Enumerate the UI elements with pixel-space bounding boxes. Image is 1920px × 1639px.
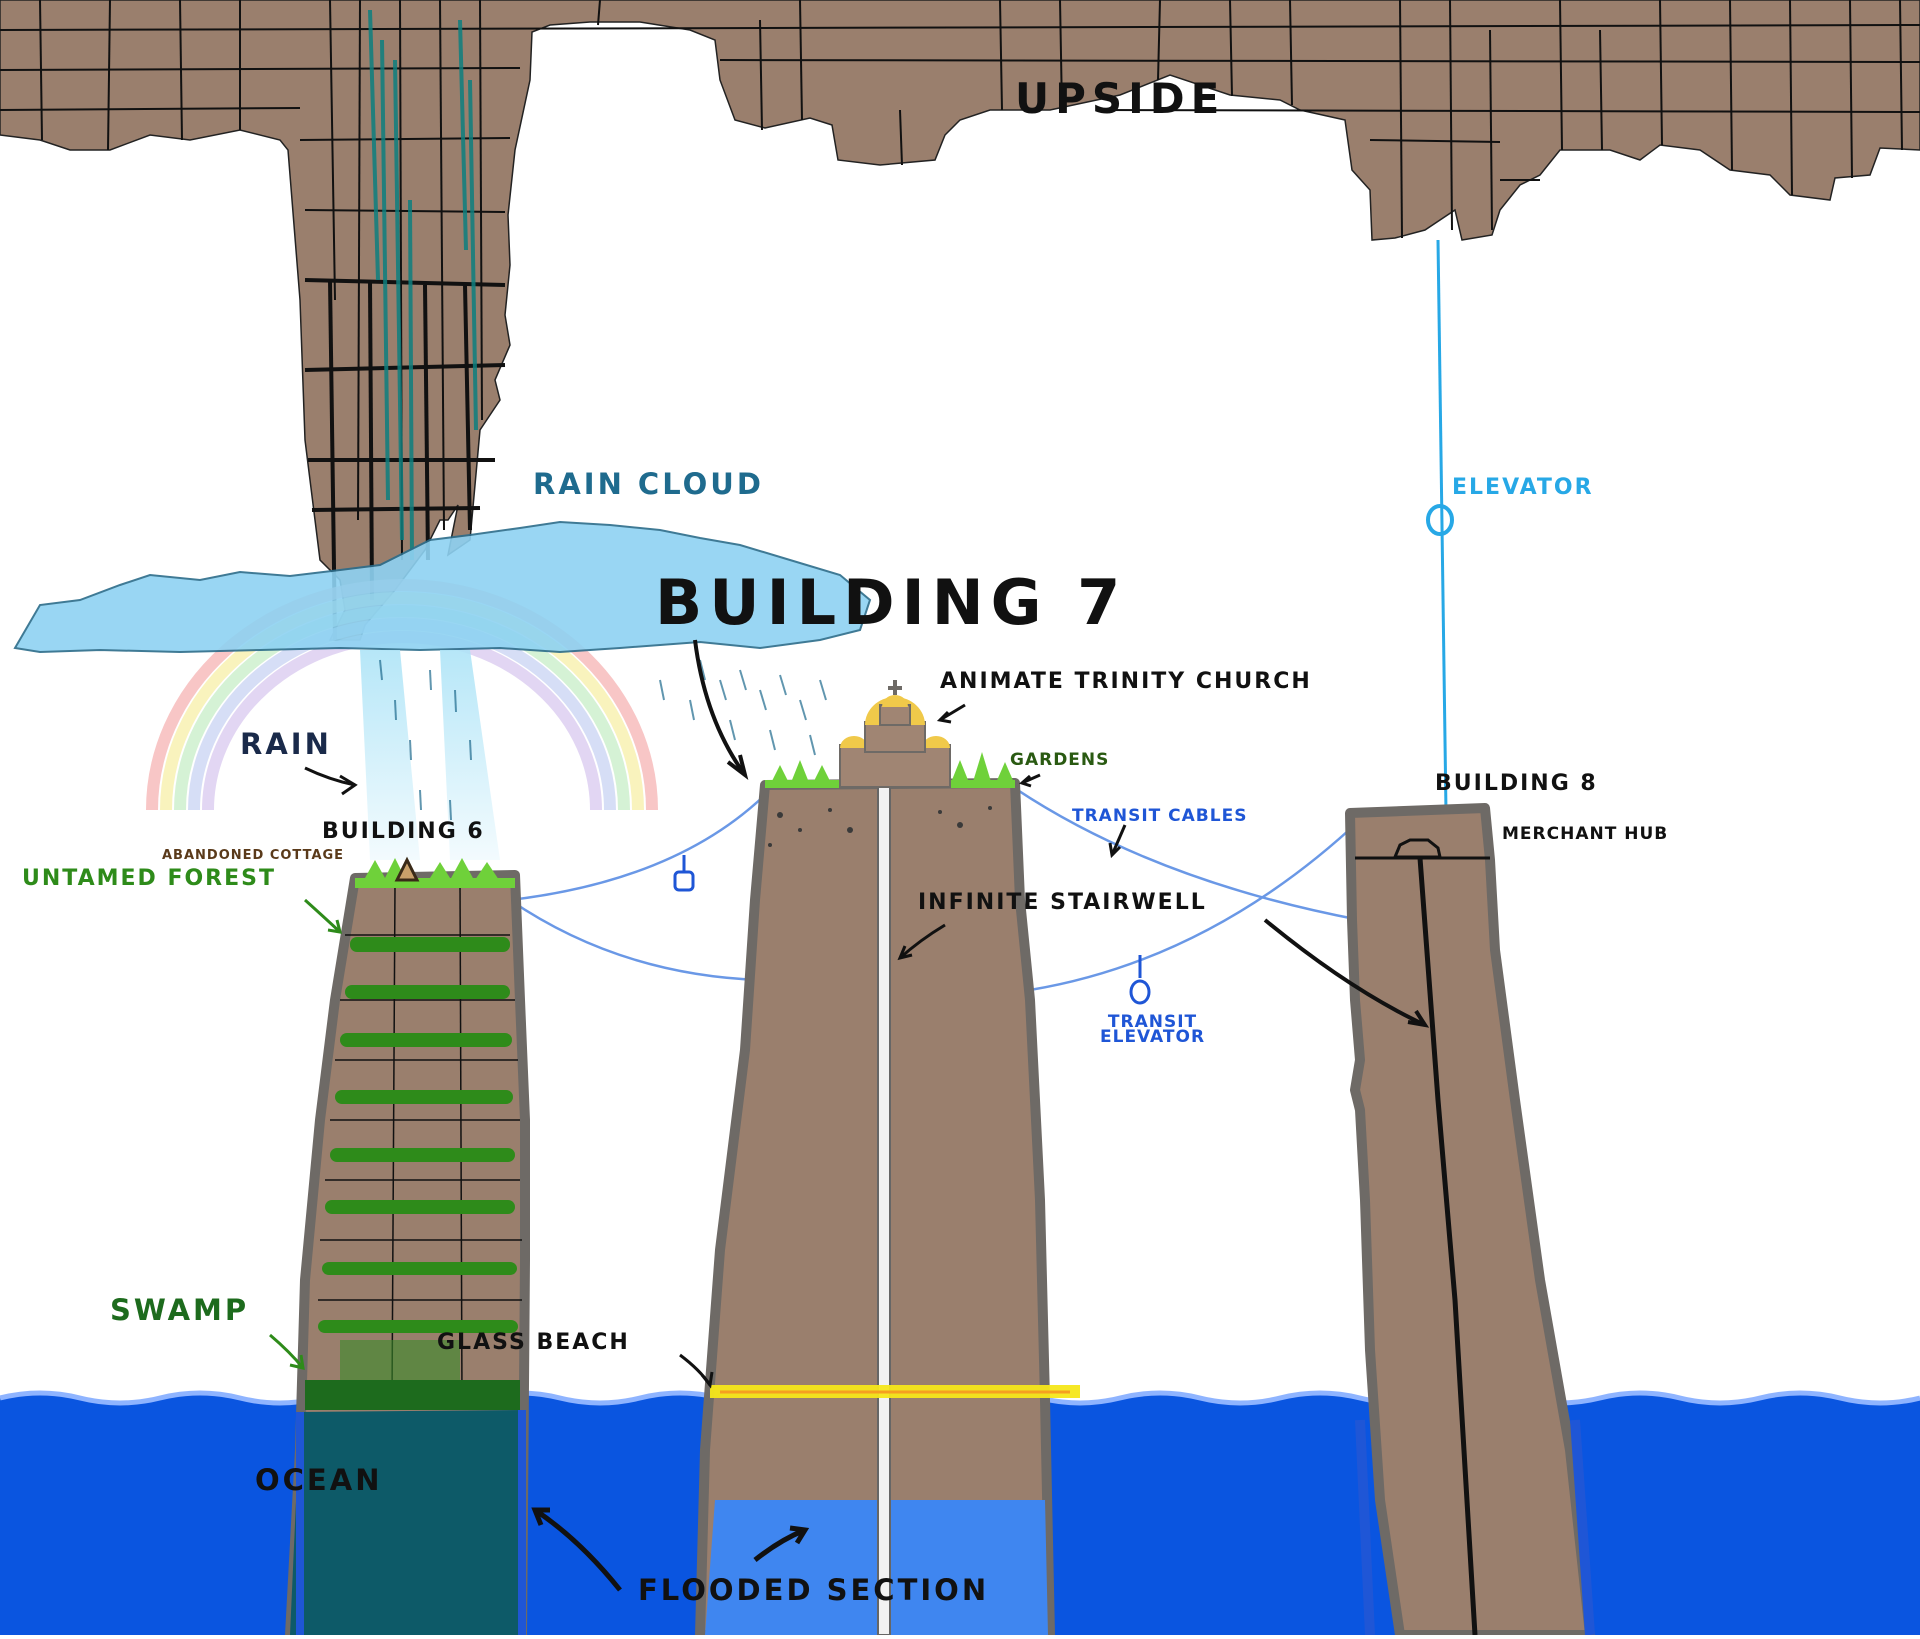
label-untamed-forest: UNTAMED FOREST (22, 868, 276, 890)
infinite-stairwell-shaft (878, 785, 890, 1635)
building-8 (1350, 808, 1590, 1635)
building-6-flooded-section (290, 1410, 522, 1635)
upside-rock-shape (0, 0, 1920, 640)
merchant-hub-icon (1395, 840, 1440, 857)
building-7 (700, 680, 1080, 1635)
elevator-cable (1438, 240, 1446, 812)
label-transit-cables: TRANSIT CABLES (1072, 808, 1247, 825)
label-building-6: BUILDING 6 (322, 821, 485, 843)
label-rain-cloud: RAIN CLOUD (533, 470, 764, 499)
swamp-band (305, 1380, 520, 1410)
label-flooded-section: FLOODED SECTION (638, 1576, 989, 1605)
label-animate-trinity-church: ANIMATE TRINITY CHURCH (940, 671, 1312, 693)
label-building-7: BUILDING 7 (655, 572, 1127, 634)
label-merchant-hub: MERCHANT HUB (1502, 826, 1668, 843)
label-infinite-stairwell: INFINITE STAIRWELL (918, 892, 1207, 914)
upside-landmass (0, 0, 1920, 640)
label-glass-beach: GLASS BEACH (437, 1332, 630, 1354)
label-ocean: OCEAN (255, 1466, 382, 1495)
elevator-car-icon (1428, 506, 1452, 534)
building-7-flooded-section (705, 1500, 1048, 1635)
label-abandoned-cottage: ABANDONED COTTAGE (162, 849, 344, 862)
label-rain: RAIN (240, 730, 332, 759)
animate-trinity-church-icon (840, 680, 950, 787)
label-upside: UPSIDE (1015, 78, 1225, 120)
label-transit-elevator: TRANSIT ELEVATOR (1100, 1015, 1205, 1046)
label-gardens: GARDENS (1010, 752, 1109, 769)
building-6 (290, 858, 525, 1635)
label-elevator: ELEVATOR (1452, 477, 1594, 499)
label-swamp: SWAMP (110, 1296, 249, 1325)
label-transit-elevator-line2: ELEVATOR (1100, 1030, 1205, 1045)
label-building-8: BUILDING 8 (1435, 773, 1598, 795)
